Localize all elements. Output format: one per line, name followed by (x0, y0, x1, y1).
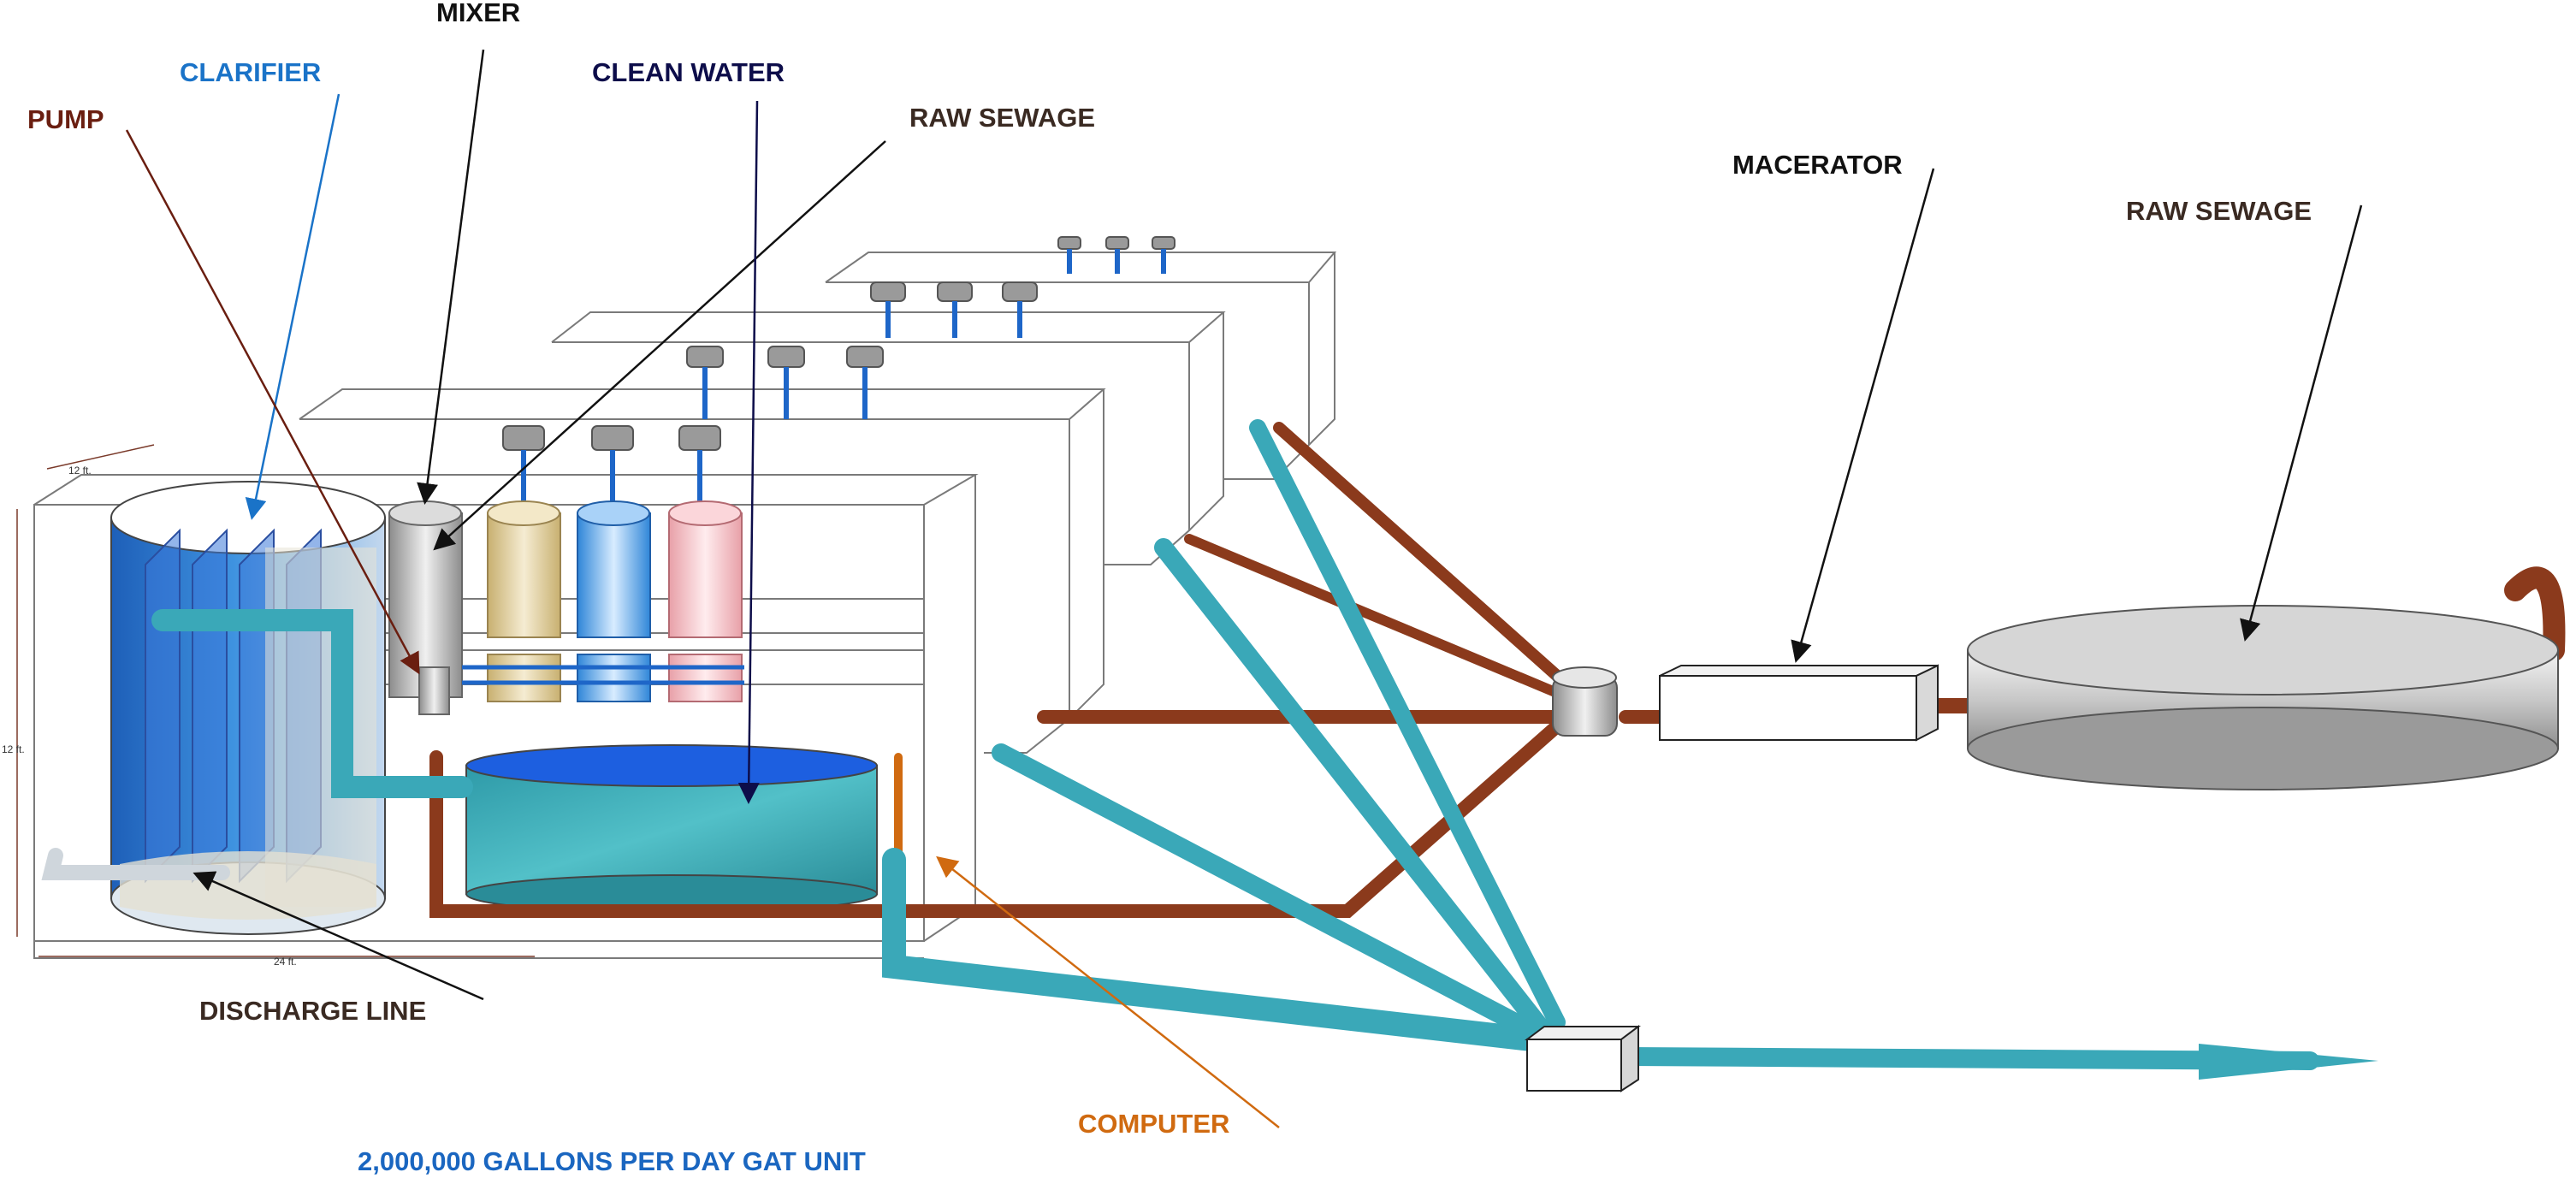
label-raw-sewage-right: RAW SEWAGE (2126, 196, 2312, 226)
chemical-cylinders (388, 500, 744, 715)
label-raw-sewage-top: RAW SEWAGE (909, 103, 1095, 133)
dimension-width-label: 12 ft. (68, 465, 92, 477)
clean-water-tank (465, 744, 878, 914)
label-computer: COMPUTER (1078, 1109, 1229, 1139)
label-mixer: MIXER (436, 0, 520, 27)
label-clarifier: CLARIFIER (180, 57, 321, 87)
top-valves (502, 236, 1175, 513)
leader-lines (125, 49, 2363, 1128)
dimension-height-label: 12 ft. (2, 743, 25, 755)
label-discharge-line: DISCHARGE LINE (199, 996, 426, 1026)
label-clean-water: CLEAN WATER (592, 57, 785, 87)
water-pipes (41, 419, 2378, 1080)
computer-box (1525, 1025, 1641, 1092)
label-pump: PUMP (27, 104, 104, 134)
distribution-hub (1552, 666, 1618, 737)
dimension-length-label: 24 ft. (274, 956, 297, 968)
label-macerator: MACERATOR (1732, 150, 1903, 180)
dimension-marks: 12 ft. 12 ft. 24 ft. (2, 444, 535, 968)
macerator-unit (1659, 664, 1939, 742)
caption-gat-unit: 2,000,000 GALLONS PER DAY GAT UNIT (358, 1146, 866, 1176)
raw-sewage-holding-tank (1967, 605, 2559, 790)
